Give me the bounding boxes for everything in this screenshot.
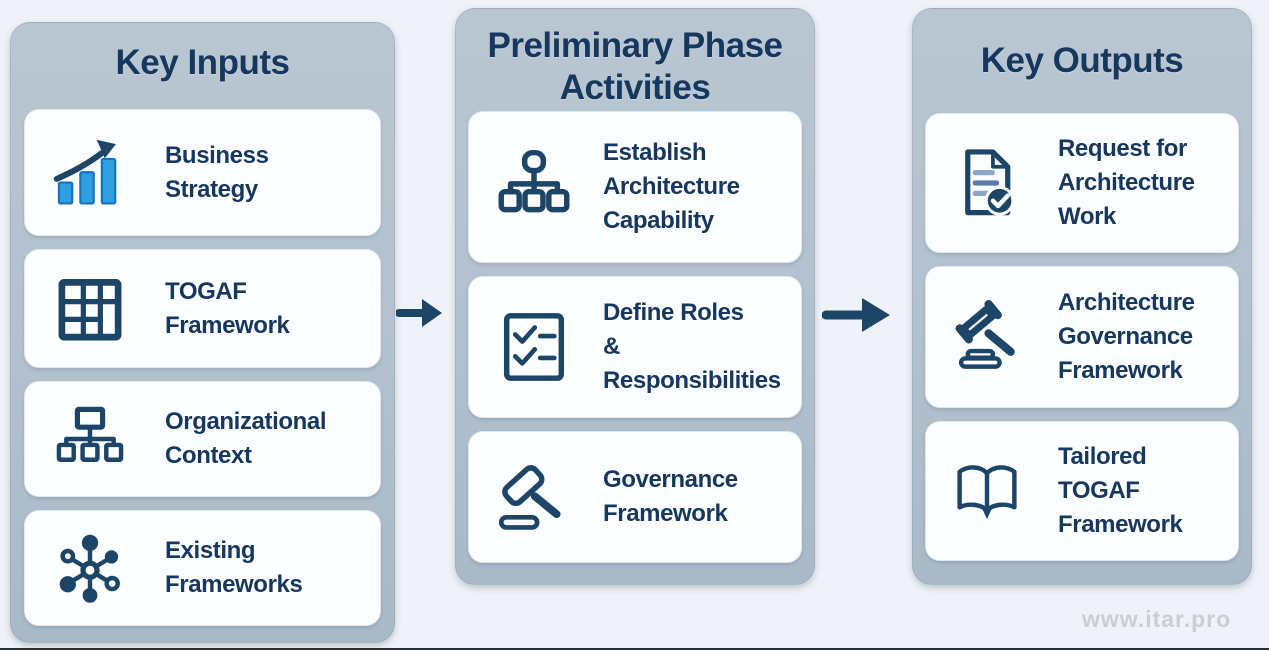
- arrow-activities-to-outputs-icon: [822, 298, 890, 332]
- card-label: Existing Frameworks: [165, 537, 303, 598]
- arrow-inputs-to-activities-icon: [396, 299, 442, 327]
- hierarchy-icon: [495, 148, 573, 226]
- gavel-icon: [495, 458, 573, 536]
- card-define-roles-responsibilities: Define Roles & Responsibilities: [468, 276, 802, 418]
- open-book-icon: [950, 454, 1024, 528]
- card-label: Establish Architecture Capability: [603, 139, 740, 234]
- checklist-icon: [495, 308, 573, 386]
- card-business-strategy: Business Strategy: [24, 109, 381, 236]
- grid-table-icon: [53, 272, 127, 346]
- card-architecture-governance-framework: Architecture Governance Framework: [925, 266, 1239, 408]
- panel-preliminary-phase-activities: Preliminary Phase Activities Establish A…: [455, 8, 815, 585]
- panel-title-key-inputs: Key Inputs: [115, 43, 290, 82]
- card-togaf-framework: TOGAF Framework: [24, 249, 381, 368]
- org-chart-icon: [53, 402, 127, 476]
- card-label: Governance Framework: [603, 466, 738, 527]
- key-outputs-card-list: Request for Architecture Work Architectu…: [913, 113, 1251, 561]
- card-tailored-togaf-framework: Tailored TOGAF Framework: [925, 421, 1239, 561]
- panel-key-outputs: Key Outputs Request for Architecture Wor…: [912, 8, 1252, 585]
- card-organizational-context: Organizational Context: [24, 381, 381, 497]
- key-inputs-card-list: Business Strategy TOGAF Framework: [11, 109, 394, 626]
- panel-title-activities: Preliminary Phase Activities: [487, 26, 784, 107]
- activities-card-list: Establish Architecture Capability Define…: [456, 111, 814, 563]
- card-label: TOGAF Framework: [165, 277, 290, 339]
- panel-title-key-outputs: Key Outputs: [980, 41, 1184, 80]
- watermark: www.itar.pro: [1082, 606, 1232, 632]
- gavel-block-icon: [950, 300, 1024, 374]
- card-label: Organizational Context: [165, 408, 327, 469]
- card-label: Request for Architecture Work: [1058, 135, 1195, 230]
- card-label: Business Strategy: [165, 141, 269, 203]
- card-establish-architecture-capability: Establish Architecture Capability: [468, 111, 802, 263]
- bottom-edge-line: [0, 648, 1269, 650]
- document-check-icon: [950, 146, 1024, 220]
- panel-key-inputs: Key Inputs Business Strategy: [10, 22, 395, 643]
- card-existing-frameworks: Existing Frameworks: [24, 510, 381, 626]
- network-hub-icon: [53, 531, 127, 605]
- card-governance-framework: Governance Framework: [468, 431, 802, 563]
- card-request-for-architecture-work: Request for Architecture Work: [925, 113, 1239, 253]
- card-label: Architecture Governance Framework: [1058, 289, 1195, 384]
- card-label: Tailored TOGAF Framework: [1058, 443, 1183, 538]
- card-label: Define Roles & Responsibilities: [603, 299, 781, 394]
- bar-chart-growth-icon: [53, 136, 127, 210]
